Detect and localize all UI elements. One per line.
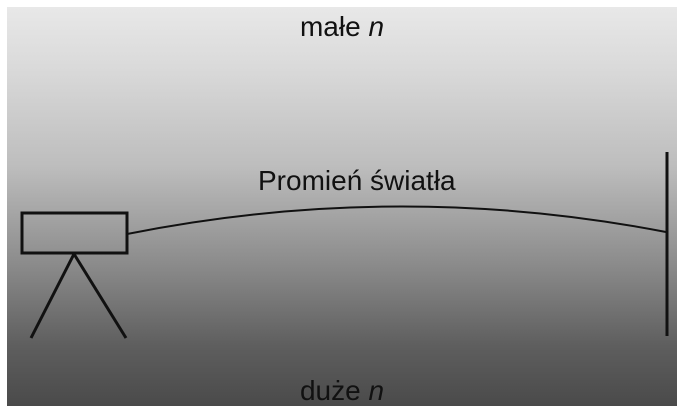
top-label: małe n [0, 11, 684, 43]
tripod-right-leg [72, 253, 128, 339]
bottom-label-text: duże [299, 375, 369, 406]
bottom-label: duże n [0, 375, 684, 407]
top-label-text: małe [299, 11, 369, 42]
tripod-left-leg [29, 253, 76, 339]
ray-label: Promień światła [258, 165, 456, 196]
level-on-tripod-icon [20, 211, 129, 339]
top-label-variable: n [368, 11, 385, 42]
light-ray-curve [126, 205, 667, 235]
instrument-body [20, 211, 129, 255]
bottom-label-variable: n [368, 375, 385, 406]
gradient-background [7, 7, 677, 406]
